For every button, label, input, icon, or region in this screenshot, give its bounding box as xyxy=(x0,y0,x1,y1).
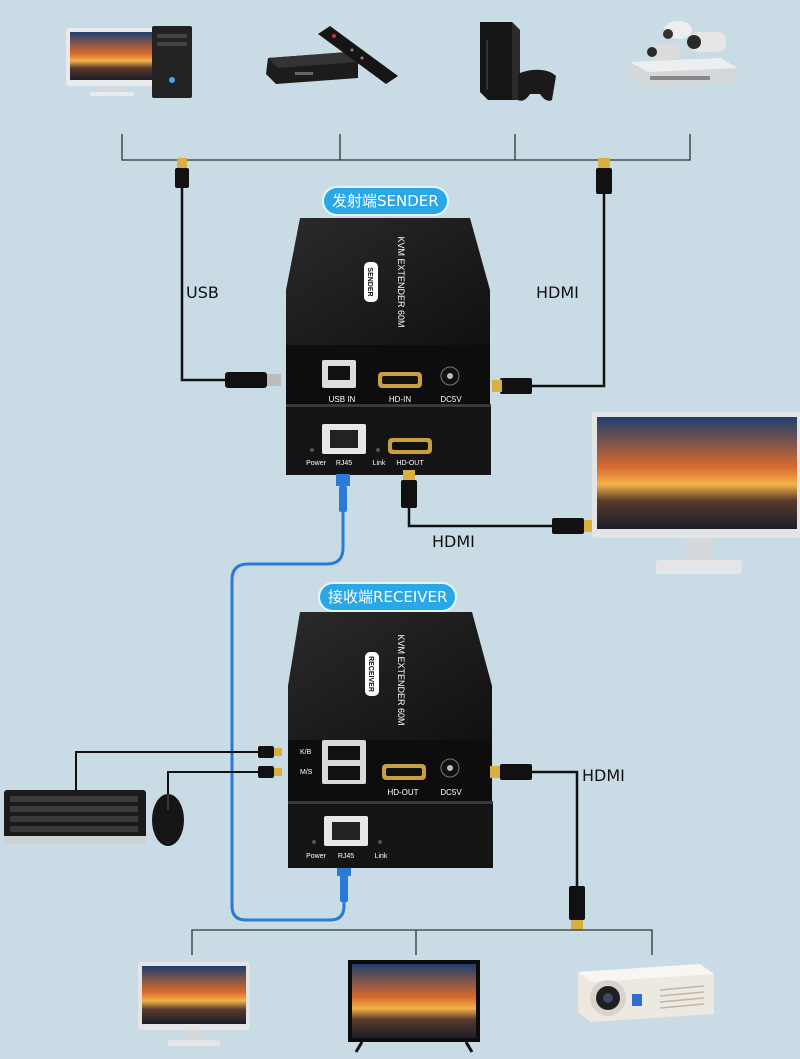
receiver-port-hd-out: HD-OUT xyxy=(387,788,418,797)
keyboard-mouse-cables xyxy=(75,746,282,796)
hdmi-out-cable-label-receiver: HDMI xyxy=(582,766,625,785)
hdmi-out-cable-label-sender: HDMI xyxy=(432,532,475,551)
keyboard-icon xyxy=(4,790,146,844)
source-bracket xyxy=(121,134,691,161)
sender-port-link: Link xyxy=(373,460,386,467)
network-cable xyxy=(230,474,351,922)
sender-unit: KVM EXTENDER 60M SENDER USB IN HD-IN DC5… xyxy=(286,218,491,475)
usb-cable xyxy=(175,158,281,388)
tv-icon xyxy=(348,960,480,1053)
receiver-port-link: Link xyxy=(375,853,388,860)
sender-port-hd-out: HD-OUT xyxy=(396,460,424,467)
sender-title: 发射端SENDER xyxy=(324,188,447,214)
dvr-camera-icon xyxy=(630,21,738,88)
monitor-icon xyxy=(138,962,250,1046)
usb-cable-label: USB xyxy=(186,283,219,302)
mouse-icon xyxy=(152,794,184,846)
hdmi-out-cable-sender xyxy=(401,470,594,534)
sender-port-usb-in: USB IN xyxy=(329,395,356,404)
receiver-top-label: KVM EXTENDER 60M xyxy=(396,634,406,725)
receiver-port-dc5v: DC5V xyxy=(440,788,462,797)
sender-port-rj45: RJ45 xyxy=(336,460,352,467)
hdmi-in-cable-label: HDMI xyxy=(536,283,579,302)
receiver-port-rj45: RJ45 xyxy=(338,853,354,860)
set-top-box-icon xyxy=(266,26,398,84)
sender-port-hd-in: HD-IN xyxy=(389,395,411,404)
receiver-unit: KVM EXTENDER 60M RECEIVER K/B M/S HD-OUT… xyxy=(288,612,493,868)
receiver-port-kb: K/B xyxy=(300,749,312,756)
projector-icon xyxy=(578,964,714,1022)
sender-port-dc5v: DC5V xyxy=(440,395,462,404)
pc-icon xyxy=(66,26,192,98)
sender-badge: SENDER xyxy=(366,267,373,296)
hdmi-in-cable xyxy=(492,158,612,394)
receiver-port-power: Power xyxy=(306,853,327,860)
sender-port-power: Power xyxy=(306,460,327,467)
receiver-title: 接收端RECEIVER xyxy=(320,584,456,610)
receiver-port-ms: M/S xyxy=(300,769,313,776)
game-console-icon xyxy=(480,22,556,101)
output-bracket xyxy=(191,929,653,955)
receiver-badge: RECEIVER xyxy=(367,656,374,692)
hdmi-out-cable-receiver xyxy=(490,764,585,930)
sender-top-label: KVM EXTENDER 60M xyxy=(396,236,406,327)
monitor-icon-sender xyxy=(592,412,800,574)
